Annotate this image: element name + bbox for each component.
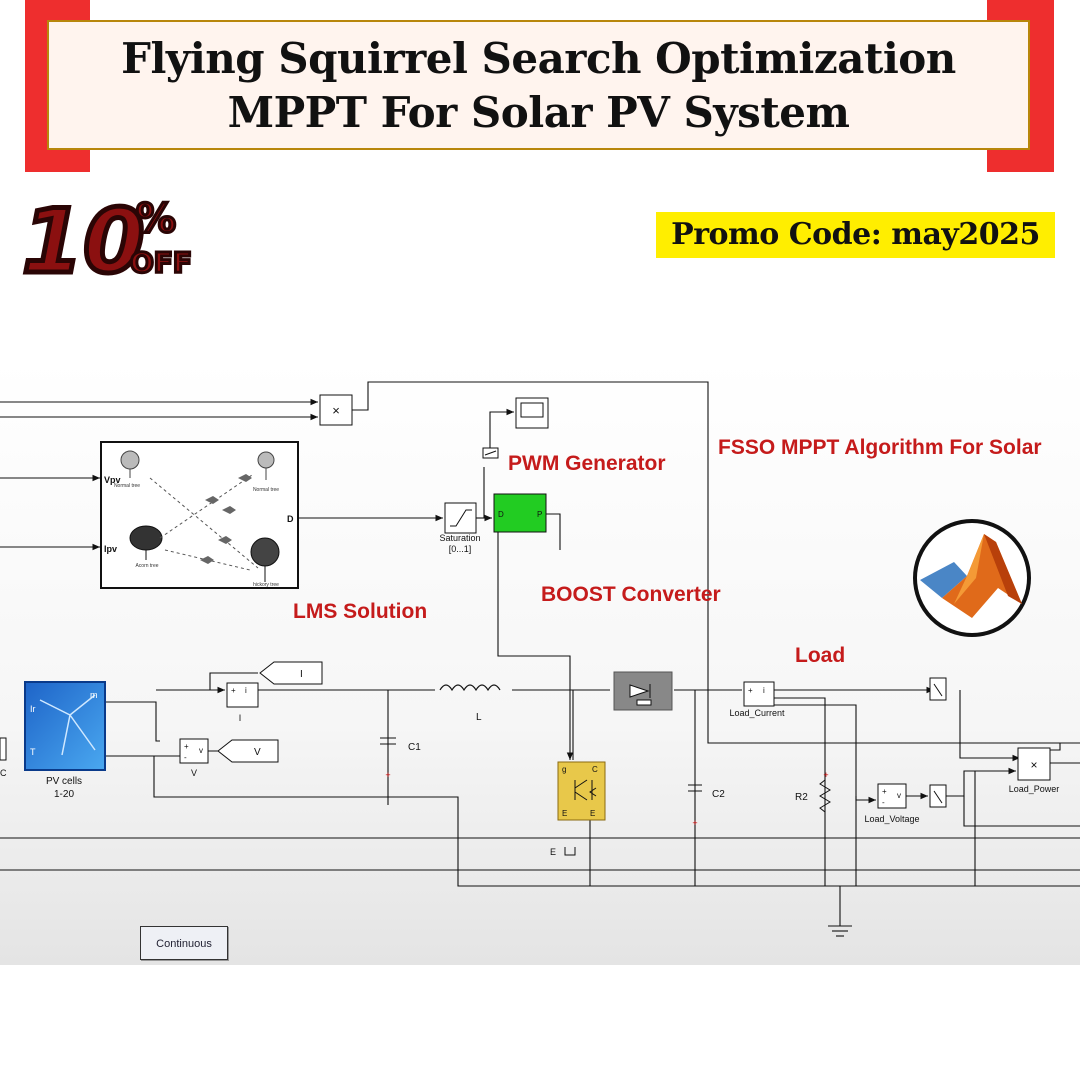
i-meas-label: I xyxy=(239,713,242,723)
lv-v: v xyxy=(897,791,901,800)
title-box: Flying Squirrel Search Optimization MPPT… xyxy=(47,20,1030,150)
pwm-generator-label: PWM Generator xyxy=(508,452,666,475)
multiply-sign: × xyxy=(332,403,340,418)
title-line-1: Flying Squirrel Search Optimization xyxy=(121,34,956,83)
lv-plus: + xyxy=(882,787,887,796)
e-terminal xyxy=(564,847,576,856)
tree-icon-3 xyxy=(129,525,163,560)
inductor-l xyxy=(439,684,501,692)
tree-label-4: hickory tree xyxy=(253,582,279,588)
filter-block-1 xyxy=(929,677,947,701)
i-meas-i: i xyxy=(245,686,247,695)
pv-cells-range: 1-20 xyxy=(54,789,74,800)
load-power-block xyxy=(1017,747,1051,781)
igbt-port-e2: E xyxy=(590,809,595,818)
badge-off: OFF xyxy=(130,246,192,279)
alg-port-d: D xyxy=(287,514,294,524)
svg-text:+: + xyxy=(823,770,828,780)
tree-label-2: Normal tree xyxy=(253,487,279,493)
v-meas-minus: - xyxy=(184,753,187,762)
pwm-generator-block xyxy=(493,493,547,533)
i-goto-tag xyxy=(259,661,323,685)
tree-label-1: Normal tree xyxy=(114,483,140,489)
c1-label: C1 xyxy=(408,742,421,753)
igbt-port-c: C xyxy=(592,765,598,774)
load-power-sign: × xyxy=(1030,758,1037,772)
tree-label-3: Acorn tree xyxy=(135,563,158,569)
load-power-label: Load_Power xyxy=(1009,784,1060,794)
alg-port-vpv: Vpv xyxy=(104,475,121,485)
load-voltage-block xyxy=(877,783,907,809)
l-label: L xyxy=(476,712,482,723)
pv-port-t: T xyxy=(30,747,36,757)
tree-icon-4 xyxy=(250,537,280,582)
pv-port-ir: Ir xyxy=(30,704,36,714)
multiply-block xyxy=(319,394,353,426)
current-measurement-block xyxy=(226,682,259,708)
scope-screen xyxy=(520,402,544,418)
temp-const-block xyxy=(0,737,7,761)
igbt-port-e1: E xyxy=(562,809,567,818)
igbt-block xyxy=(557,761,606,821)
saturation-range: [0...1] xyxy=(449,544,472,554)
filter-block-2 xyxy=(929,784,947,808)
badge-percent: % xyxy=(136,196,176,242)
pv-cells-label: PV cells xyxy=(46,776,82,787)
r2-label: R2 xyxy=(795,792,808,803)
voltage-measurement-block xyxy=(179,738,209,764)
load-voltage-label: Load_Voltage xyxy=(864,814,919,824)
alg-port-ipv: Ipv xyxy=(104,544,117,554)
i-goto-label: I xyxy=(300,669,303,680)
svg-text:+: + xyxy=(385,770,390,780)
load-current-label: Load_Current xyxy=(729,708,785,718)
capacitor-c2 xyxy=(688,784,702,792)
lc-i: i xyxy=(763,686,765,695)
fsso-mppt-label: FSSO MPPT Algorithm For Solar xyxy=(718,436,1042,459)
matlab-logo-icon xyxy=(913,519,1031,637)
pwm-port-d: D xyxy=(498,510,504,519)
load-label: Load xyxy=(795,644,846,667)
load-current-block xyxy=(743,681,775,707)
percent-off-badge: 10 % OFF xyxy=(20,188,194,291)
pwm-port-p: P xyxy=(537,510,542,519)
pv-cells-block xyxy=(24,681,106,771)
lms-solution-label: LMS Solution xyxy=(293,600,428,623)
c2-label: C2 xyxy=(712,789,725,800)
capacitor-c1 xyxy=(380,737,396,745)
i-meas-plus: + xyxy=(231,686,236,695)
promo-code: Promo Code: may2025 xyxy=(656,212,1055,258)
v-meas-label: V xyxy=(191,768,197,778)
title-line-2: MPPT For Solar PV System xyxy=(227,88,850,137)
igbt-port-g: g xyxy=(562,765,566,774)
lc-plus: + xyxy=(748,686,753,695)
const-label-c: C xyxy=(0,768,7,778)
v-meas-plus: + xyxy=(184,742,189,751)
tree-icon-2 xyxy=(257,451,275,480)
simulink-diagram: × Vpv Ipv D Normal tree Normal tree Acor… xyxy=(0,360,1080,965)
e-label: E xyxy=(550,847,556,857)
v-meas-v: v xyxy=(199,746,203,755)
v-goto-label: V xyxy=(254,747,261,758)
pv-port-m: m xyxy=(90,690,98,700)
svg-text:+: + xyxy=(692,818,697,828)
continuous-button[interactable]: Continuous xyxy=(140,926,228,960)
v-goto-tag xyxy=(217,739,279,763)
resistor-r2 xyxy=(819,779,831,813)
squirrel-icons xyxy=(200,474,252,564)
saturation-label: Saturation xyxy=(439,533,480,543)
lv-minus: - xyxy=(882,798,885,807)
tree-icon-1 xyxy=(120,450,140,478)
boost-converter-label: BOOST Converter xyxy=(541,583,721,606)
badge-number: 10 xyxy=(22,190,144,290)
